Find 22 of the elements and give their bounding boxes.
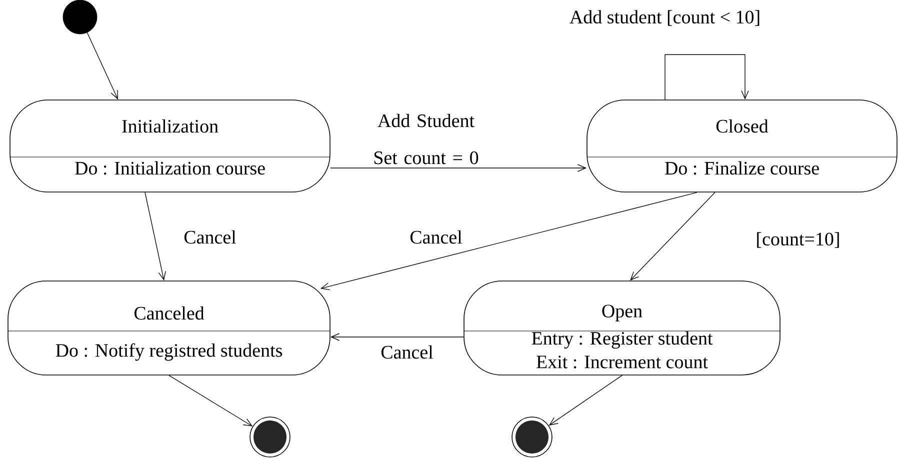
- arrow: [548, 375, 622, 426]
- initial-state: [62, 0, 98, 34]
- state-box: Closed Do : Finalize course: [586, 100, 898, 192]
- arrow: [630, 192, 716, 281]
- state-box: Canceled Do : Notify registred students: [8, 280, 330, 376]
- final-state: [250, 416, 290, 458]
- state-box: Initialization Do : Initialization course: [10, 100, 330, 192]
- arrow: [330, 164, 587, 172]
- final-state: [512, 416, 552, 458]
- edge-label: Cancel: [380, 344, 434, 360]
- arrow: [86, 32, 118, 100]
- edge-label: [count=10]: [754, 231, 842, 249]
- arrow: [144, 192, 166, 281]
- arrow: [168, 375, 253, 426]
- arrow: [320, 192, 698, 290]
- edge-label: Add student [count < 10]: [568, 9, 762, 27]
- state-box: Open Entry : Register student Exit : Increment count: [464, 280, 780, 376]
- edge-label: Cancel: [408, 229, 464, 245]
- edge-label: Add Student Set count = 0: [365, 112, 487, 166]
- edge-label: Cancel: [182, 229, 238, 245]
- arrow: [664, 54, 749, 100]
- arrow: [330, 333, 464, 341]
